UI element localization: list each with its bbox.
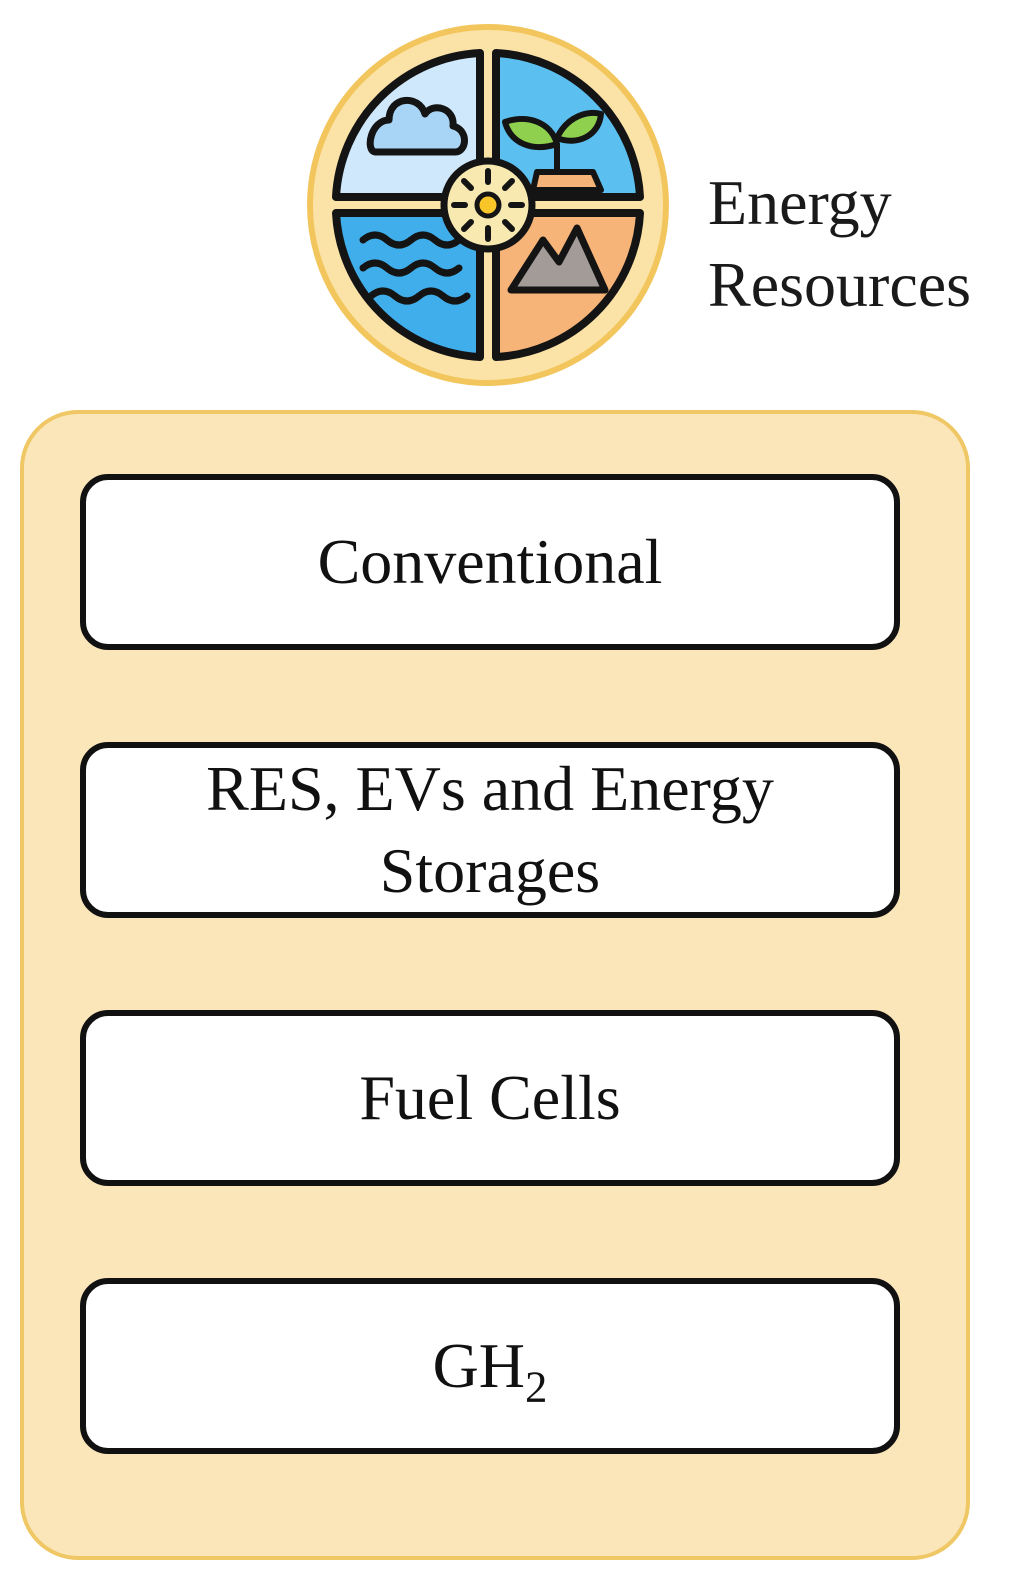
diagram-heading: Energy Resources bbox=[708, 162, 971, 326]
category-label: Conventional bbox=[317, 526, 663, 597]
energy-resources-icon bbox=[305, 22, 671, 388]
category-label: GH2 bbox=[432, 1325, 548, 1409]
plant-icon bbox=[502, 109, 604, 193]
water-waves-icon bbox=[359, 231, 471, 305]
sun-icon bbox=[440, 157, 536, 253]
category-box-fuel-cells: Fuel Cells bbox=[80, 1010, 900, 1186]
subscript-text: 2 bbox=[525, 1361, 548, 1412]
cloud-icon bbox=[366, 96, 468, 156]
category-label: Fuel Cells bbox=[359, 1062, 621, 1133]
category-box-conventional: Conventional bbox=[80, 474, 900, 650]
gh-text: GH bbox=[432, 1330, 526, 1401]
mountain-icon bbox=[507, 224, 609, 294]
energy-resources-panel: Conventional RES, EVs and Energy Storage… bbox=[20, 410, 970, 1560]
category-box-gh2: GH2 bbox=[80, 1278, 900, 1454]
heading-line-1: Energy bbox=[708, 167, 892, 238]
category-box-res-evs-storages: RES, EVs and Energy Storages bbox=[80, 742, 900, 918]
category-label: RES, EVs and Energy Storages bbox=[206, 753, 774, 906]
heading-line-2: Resources bbox=[708, 249, 972, 320]
